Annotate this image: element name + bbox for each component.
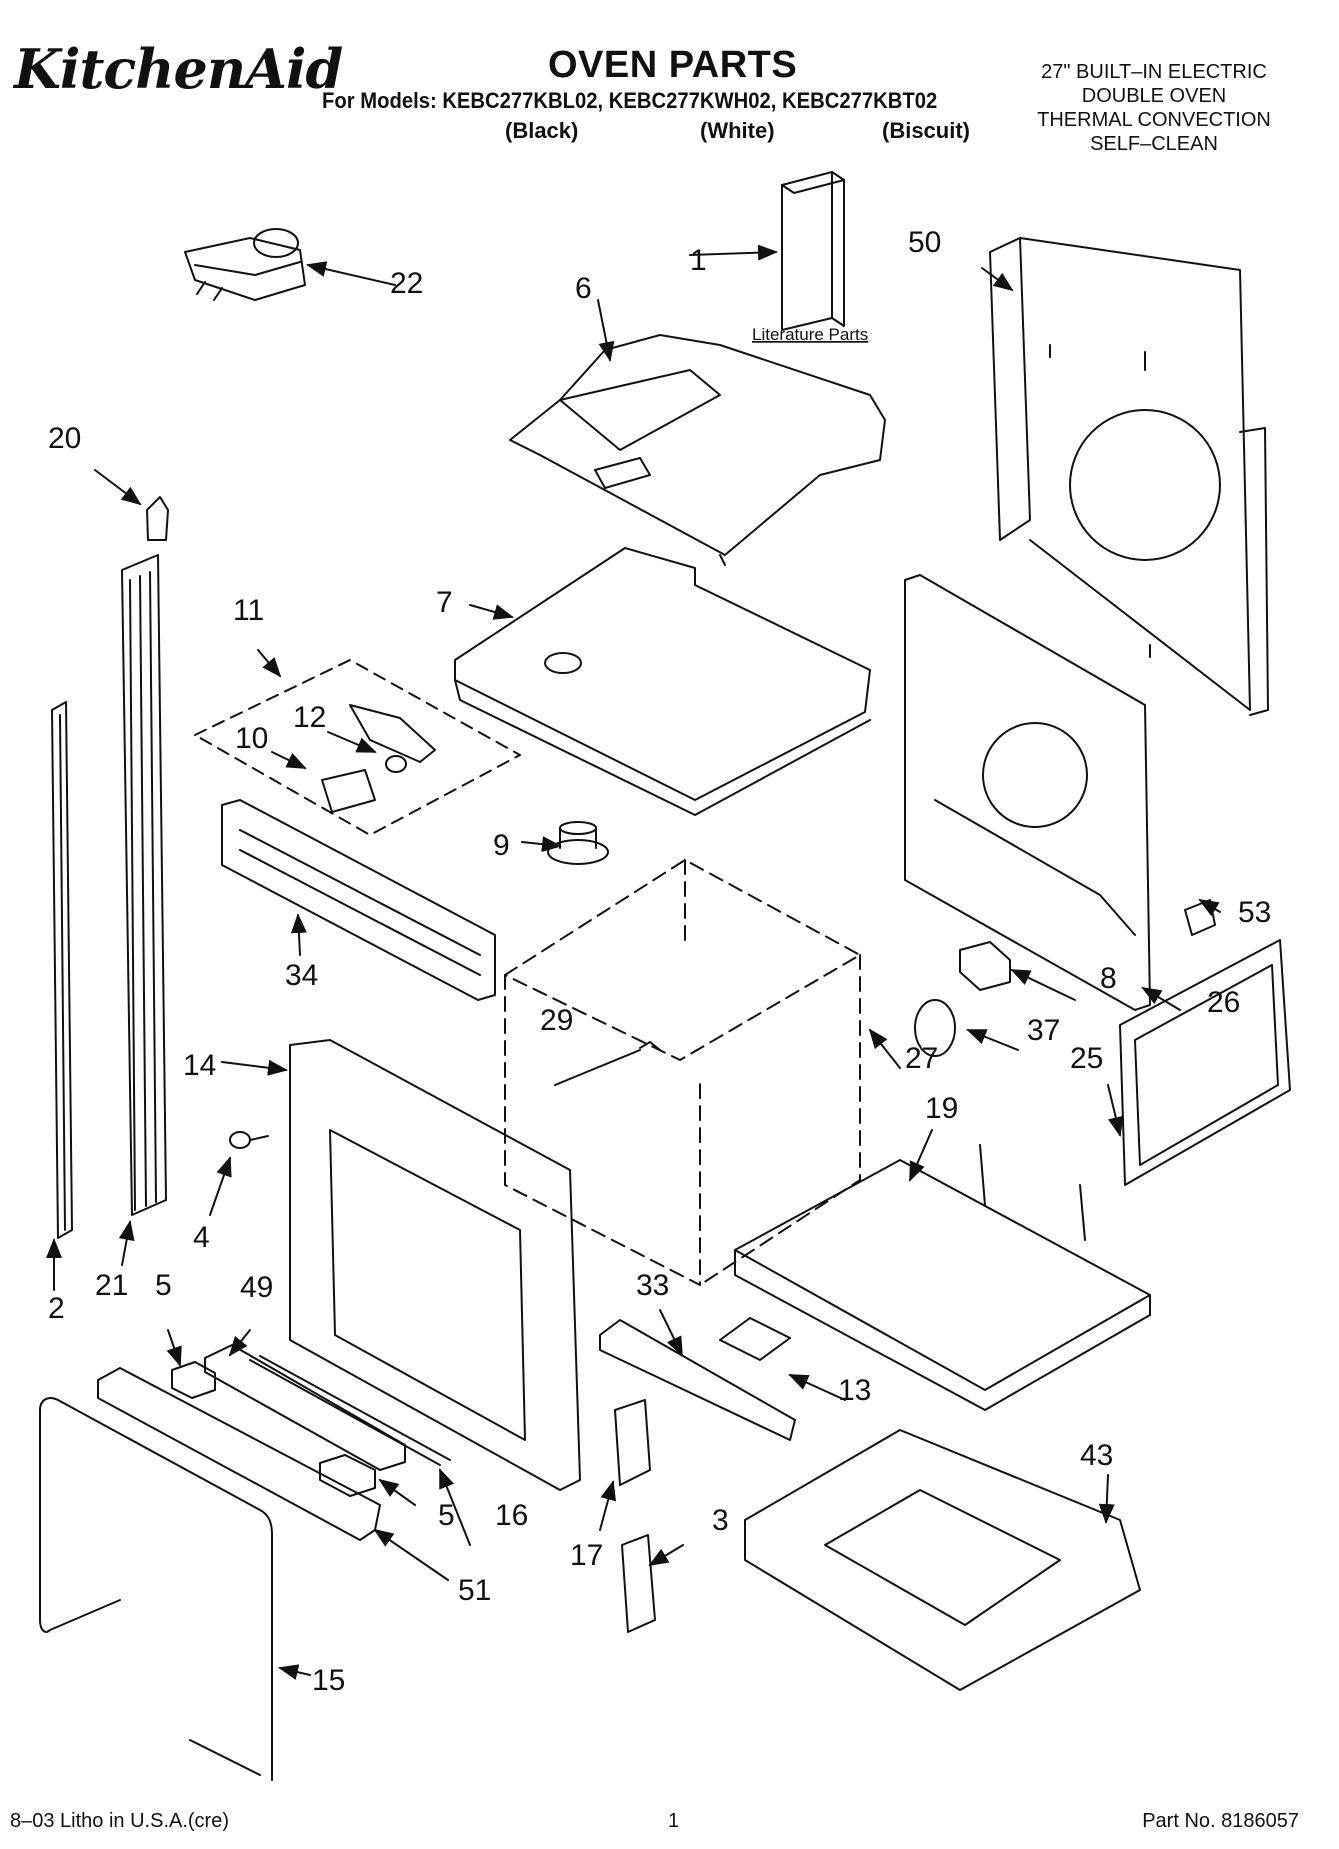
callout-6: 6 [575,272,592,305]
callout-51: 51 [458,1574,491,1607]
part-25-rear-frame [1119,939,1291,1186]
callout-26: 26 [1207,986,1240,1019]
part-37-thermostat [914,999,956,1057]
part-11-light-kit [194,659,521,836]
callout-22: 22 [390,267,423,300]
part-27-oven-cavity [504,859,861,1286]
part-22-latch-motor [184,228,306,301]
footer-page-number: 1 [668,1810,680,1832]
callout-10: 10 [235,722,268,755]
footer-litho: 8–03 Litho in U.S.A.(cre) [10,1810,229,1832]
variant-black: (Black) [505,118,579,143]
callout-11: 11 [233,594,264,627]
literature-parts-label: Literature Parts [752,325,868,344]
part-6-top-shield [509,334,886,566]
product-description: 27" BUILT–IN ELECTRIC DOUBLE OVEN THERMA… [1014,60,1294,156]
part-7-top-cover [454,547,871,816]
callout-37: 37 [1027,1014,1060,1047]
brand-logo: KitchenAid [14,37,343,101]
part-49-insulation-strip [204,1344,406,1471]
callout-5b: 5 [438,1499,455,1532]
part-19-bottom-shield [734,1144,1151,1411]
callouts: 1 2 3 4 5 5 6 7 8 9 10 11 12 13 14 15 16… [48,226,1271,1697]
part-16-seal [249,1355,451,1466]
callout-13: 13 [838,1374,871,1407]
description-line: SELF–CLEAN [1090,133,1218,155]
callout-3: 3 [712,1504,729,1537]
description-line: 27" BUILT–IN ELECTRIC [1041,61,1267,83]
callout-17: 17 [570,1539,603,1572]
part-8-block [959,941,1011,991]
part-5-spacer-bottom [319,1454,376,1497]
part-17-bracket [614,1399,651,1486]
part-51-vent-trim [97,1367,381,1541]
footer-part-number: Part No. 8186057 [1142,1810,1299,1832]
callout-12: 12 [293,701,326,734]
part-50-rear-panel [989,237,1269,716]
callout-29: 29 [540,1004,573,1037]
part-20-cap [146,496,169,541]
part-34-vent-grille [221,799,496,1001]
callout-49: 49 [240,1271,273,1304]
part-4-screw [229,1131,269,1149]
models-line: For Models: KEBC277KBL02, KEBC277KWH02, … [322,88,938,113]
part-1-literature [781,171,845,331]
part-12-bulb [349,704,436,773]
part-2-side-strip [51,701,73,1239]
description-line: DOUBLE OVEN [1081,85,1227,107]
part-5-spacer-top [171,1361,216,1399]
callout-25: 25 [1070,1042,1103,1075]
leader-arrows [46,244,1221,1680]
callout-21: 21 [95,1269,128,1302]
callout-8: 8 [1100,962,1117,995]
part-43-bottom-pan [744,1429,1141,1691]
callout-33: 33 [636,1269,669,1302]
part-21-side-trim [121,554,167,1216]
callout-50: 50 [908,226,941,259]
callout-14: 14 [183,1049,216,1082]
callout-9: 9 [493,829,510,862]
callout-20: 20 [48,422,81,455]
part-33-rail [599,1319,796,1441]
callout-5a: 5 [155,1269,172,1302]
part-29-sensor [554,1041,661,1086]
part-15-door-gasket [39,1397,273,1781]
callout-27: 27 [905,1042,938,1075]
part-13-clip [719,1317,791,1361]
callout-53: 53 [1238,896,1271,929]
part-3-bracket [621,1534,656,1633]
part-9-thermal-fuse [547,821,609,865]
callout-43: 43 [1080,1439,1113,1472]
callout-4: 4 [193,1221,210,1254]
callout-19: 19 [925,1092,958,1125]
callout-7: 7 [436,586,453,619]
callout-2: 2 [48,1292,65,1325]
part-14-front-frame [289,1039,581,1491]
variant-biscuit: (Biscuit) [882,118,970,143]
description-line: THERMAL CONVECTION [1037,109,1271,131]
callout-1: 1 [690,244,707,277]
part-26-convection-panel [904,574,1151,1011]
page-title: OVEN PARTS [548,44,798,86]
variant-white: (White) [700,118,775,143]
part-10-lens [321,769,376,813]
callout-15: 15 [312,1664,345,1697]
callout-16: 16 [495,1499,528,1532]
callout-34: 34 [285,959,318,992]
